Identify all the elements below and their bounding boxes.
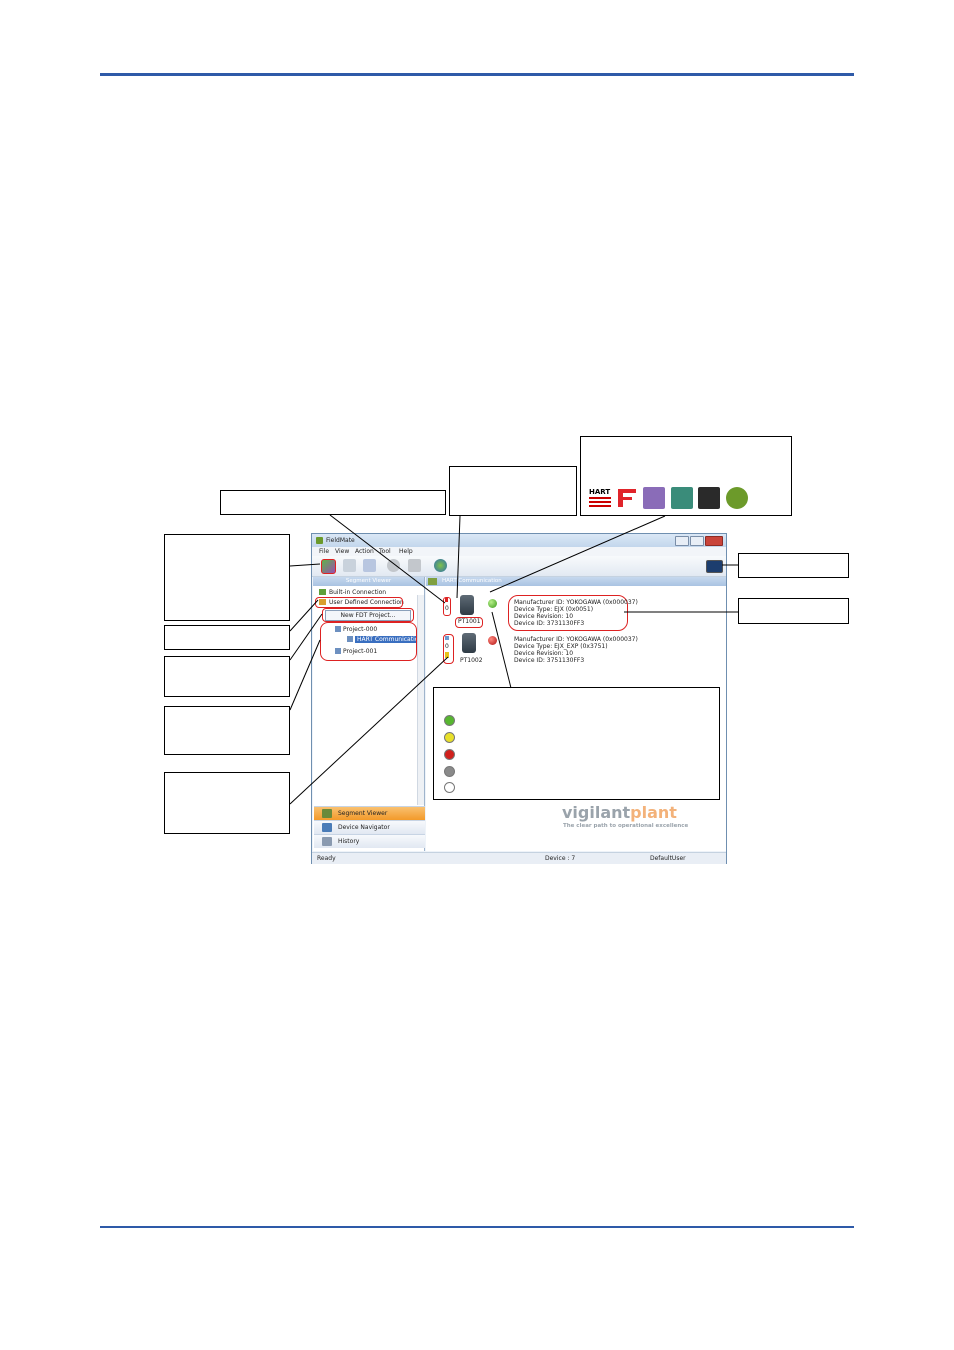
project-icon — [335, 648, 341, 654]
callout-ring-new-project — [322, 608, 414, 622]
hart-header-icon — [428, 578, 437, 585]
device-navigator-icon — [322, 823, 332, 832]
device-1-transmitter-icon[interactable] — [460, 595, 474, 615]
isa100-icon — [698, 487, 720, 509]
alarm-marker-icon — [445, 598, 448, 602]
device-1-tag: PT1001 — [458, 618, 481, 625]
legend-gray-led — [444, 766, 455, 777]
device-2-count: 0 — [445, 643, 449, 650]
new-fdt-project-button[interactable]: New FDT Project... — [325, 610, 411, 621]
user-icon[interactable] — [408, 559, 421, 572]
title-bar: FieldMate — [312, 534, 726, 547]
tree-project-001[interactable]: Project-001 — [343, 648, 378, 655]
status-bar: Ready Device : 7 DefaultUser — [312, 852, 726, 864]
menu-tool[interactable]: Tool — [379, 548, 391, 555]
callout-box-left-5 — [164, 772, 290, 834]
nav-history[interactable]: History — [314, 834, 425, 848]
user-connection-icon — [319, 599, 326, 605]
tree-builtin-connection[interactable]: Built-in Connection — [329, 589, 387, 596]
menu-view[interactable]: View — [335, 548, 350, 555]
menu-action[interactable]: Action — [355, 548, 374, 555]
segment-viewer-panel: Segment Viewer Built-in Connection User … — [313, 577, 425, 851]
callout-box-toolbar — [220, 490, 446, 515]
callout-box-left-2 — [164, 625, 290, 650]
device-2-info-line-4: Device ID: 3751130FF3 — [514, 657, 585, 664]
menu-bar: File View Action Tool Help — [312, 547, 726, 556]
tree-project-000[interactable]: Project-000 — [343, 626, 378, 633]
close-button[interactable] — [705, 536, 723, 546]
segment-viewer-icon — [322, 809, 332, 818]
menu-file[interactable]: File — [319, 548, 330, 555]
minimize-button[interactable] — [675, 536, 689, 546]
legend-red-led — [444, 749, 455, 760]
bottom-rule — [100, 1226, 854, 1228]
warning-marker-icon — [445, 652, 449, 658]
refresh-icon[interactable] — [321, 559, 336, 574]
device-1-info-line-4: Device ID: 3731130FF3 — [514, 620, 585, 627]
device-1-count: 0 — [445, 605, 449, 612]
status-device-count: Device : 7 — [545, 855, 576, 862]
search-device-icon[interactable] — [387, 559, 400, 572]
hart-icon: HART — [589, 487, 611, 509]
menu-help[interactable]: Help — [399, 548, 413, 555]
status-ready: Ready — [317, 855, 336, 862]
callout-ring-projects — [320, 622, 417, 661]
device-2-info-line-1: Manufacturer ID: YOKOGAWA (0x000037) — [514, 636, 638, 643]
vigilantplant-logo: vigilantplant — [562, 803, 677, 822]
logo-tagline: The clear path to operational excellence — [563, 823, 689, 829]
device-1-info-line-2: Device Type: EJX (0x0051) — [514, 606, 594, 613]
device-1-info-line-1: Manufacturer ID: YOKOGAWA (0x000037) — [514, 599, 638, 606]
callout-ring-count-2 — [443, 634, 454, 664]
maximize-button[interactable] — [690, 536, 704, 546]
info-marker-icon — [445, 636, 449, 640]
nav-segment-viewer[interactable]: Segment Viewer — [314, 806, 425, 820]
device-2-info-line-3: Device Revision: 10 — [514, 650, 574, 657]
profibus-icon — [643, 487, 665, 509]
device-2-tag: PT1002 — [460, 657, 483, 664]
callout-box-left-3 — [164, 656, 290, 697]
project-icon — [335, 626, 341, 632]
device-parameter-icon[interactable] — [363, 559, 376, 572]
toolbar — [312, 556, 726, 577]
segment-viewer-header: Segment Viewer — [313, 577, 424, 586]
nav-device-navigator[interactable]: Device Navigator — [314, 820, 425, 834]
battery-indicator-icon — [706, 560, 723, 573]
foundation-fieldbus-icon — [616, 487, 638, 509]
connection-icon — [319, 589, 326, 595]
tree-user-defined-connection[interactable]: User Defined Connection — [329, 599, 404, 606]
top-rule — [100, 73, 854, 76]
history-icon — [322, 837, 332, 846]
fieldmate-app-icon — [316, 537, 323, 544]
disconnect-icon[interactable] — [343, 559, 356, 572]
device-1-status-led — [488, 599, 497, 608]
gear-icon — [726, 487, 748, 509]
hart-node-icon — [347, 636, 353, 642]
hart-communication-header: HART Communication — [426, 577, 726, 586]
device-2-status-led — [488, 636, 497, 645]
callout-box-right-2 — [738, 598, 849, 624]
callout-box-device-icons: HART — [580, 436, 792, 516]
callout-box-device-tag — [449, 466, 577, 516]
tree-hart-communication[interactable]: HART Communication — [355, 636, 425, 643]
callout-box-left-4 — [164, 706, 290, 755]
callout-box-left-1 — [164, 534, 290, 621]
legend-white-led — [444, 782, 455, 793]
network-globe-icon[interactable] — [434, 559, 447, 572]
legend-green-led — [444, 715, 455, 726]
tree-vertical-scrollbar[interactable] — [417, 595, 424, 805]
callout-box-right-1 — [738, 553, 849, 578]
window-title: FieldMate — [326, 537, 355, 544]
device-2-transmitter-icon[interactable] — [462, 633, 476, 653]
status-legend-box — [433, 687, 720, 800]
callout-ring-tag-1 — [455, 617, 483, 628]
device-2-info-line-2: Device Type: EJX_EXP (0x3751) — [514, 643, 608, 650]
brain-icon — [671, 487, 693, 509]
status-user: DefaultUser — [650, 855, 686, 862]
legend-yellow-led — [444, 732, 455, 743]
callout-ring-info-1 — [508, 595, 628, 631]
device-1-info-line-3: Device Revision: 10 — [514, 613, 574, 620]
callout-ring-count-1 — [443, 597, 451, 616]
